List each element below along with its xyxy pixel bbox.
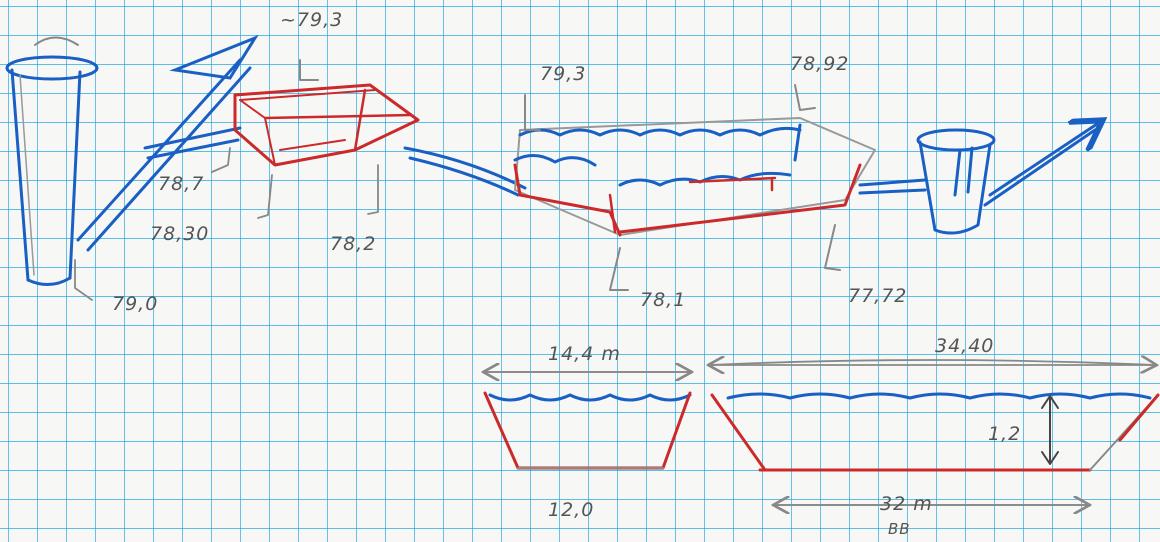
- feeder-pipe: [76, 34, 259, 252]
- label-77-72: 77,72: [848, 285, 907, 307]
- small-tank: [211, 59, 420, 219]
- outlet-pipe: [403, 146, 527, 197]
- label-width-small: 14,4 m: [548, 343, 621, 365]
- label-78-2: 78,2: [330, 233, 376, 255]
- bucket: [858, 122, 1100, 235]
- label-bottom-large-sub: BB: [888, 520, 911, 538]
- label-78-30: 78,30: [150, 223, 209, 245]
- label-78-1: 78,1: [640, 289, 686, 311]
- label-78-7: 78,7: [158, 173, 204, 195]
- tower: [5, 36, 99, 301]
- label-bottom-small: 12,0: [548, 499, 594, 521]
- large-basin: [513, 84, 876, 291]
- label-depth: 1,2: [988, 423, 1021, 445]
- label-width-large: 34,40: [935, 335, 994, 357]
- label-79-3: 79,3: [540, 63, 586, 85]
- section-large: [710, 360, 1160, 505]
- label-top-approx: ~79,3: [280, 9, 343, 31]
- label-78-92: 78,92: [790, 53, 849, 75]
- label-79-0: 79,0: [112, 293, 158, 315]
- section-small: [485, 372, 690, 470]
- label-bottom-large: 32 m: [880, 493, 933, 515]
